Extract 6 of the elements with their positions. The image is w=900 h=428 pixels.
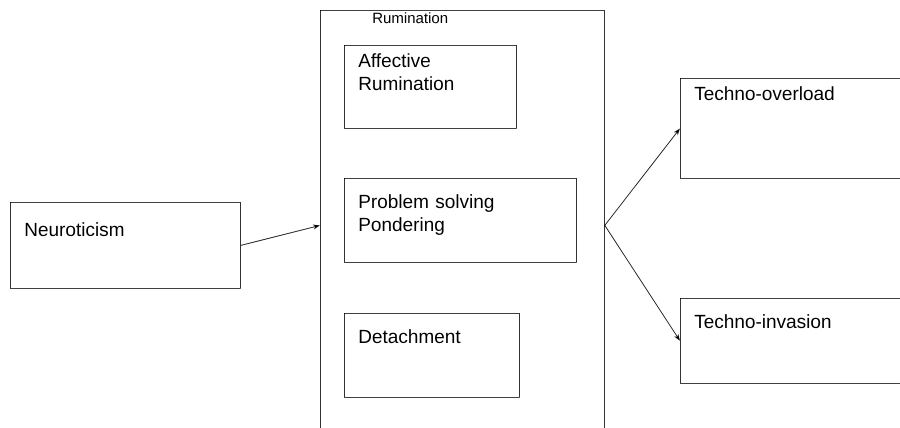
box: Techno-invasion (680, 298, 900, 384)
box: Detachment (344, 312, 520, 398)
box: Affective Rumination (344, 45, 517, 129)
box: Techno-overload (680, 78, 900, 179)
box: Problem solving Pondering (344, 178, 577, 263)
box: Neuroticism (10, 202, 241, 289)
